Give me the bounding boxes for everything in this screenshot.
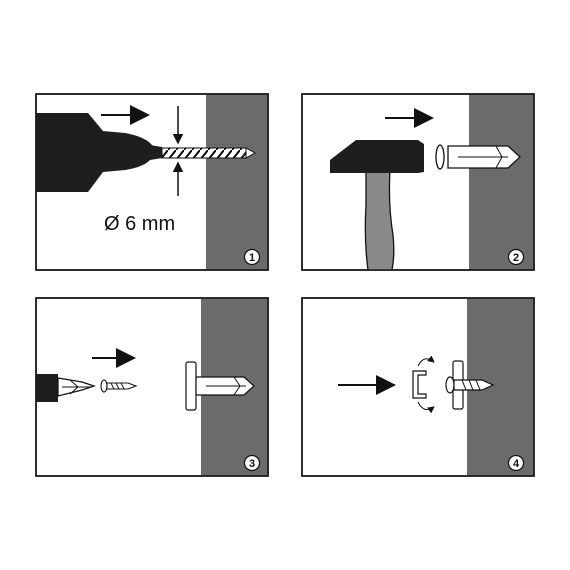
drill-diameter-label: Ø 6 mm (104, 213, 175, 235)
step-2-panel: 2 (301, 93, 535, 271)
step-3-panel: 3 (35, 297, 269, 477)
step-number: 3 (249, 458, 255, 470)
drill-icon (36, 113, 257, 192)
step-badge: 4 (507, 454, 525, 472)
wall (469, 94, 534, 270)
screwdriver-icon (36, 374, 96, 402)
step-4-panel: 4 (301, 297, 535, 477)
hammer-icon (330, 140, 424, 271)
step-badge: 2 (507, 248, 525, 266)
step-number: 4 (513, 458, 520, 470)
screw-icon (445, 376, 495, 394)
wall-plug-icon (185, 361, 255, 411)
wall (206, 94, 268, 270)
step-badge: 1 (243, 248, 261, 266)
step-number: 2 (513, 252, 519, 264)
step-number: 1 (249, 252, 255, 264)
wall-plug-icon (435, 144, 521, 170)
screw-icon (100, 379, 138, 393)
step-1-panel: Ø 6 mm 1 (35, 93, 269, 271)
step-badge: 3 (243, 454, 261, 472)
bracket-icon (412, 355, 435, 414)
